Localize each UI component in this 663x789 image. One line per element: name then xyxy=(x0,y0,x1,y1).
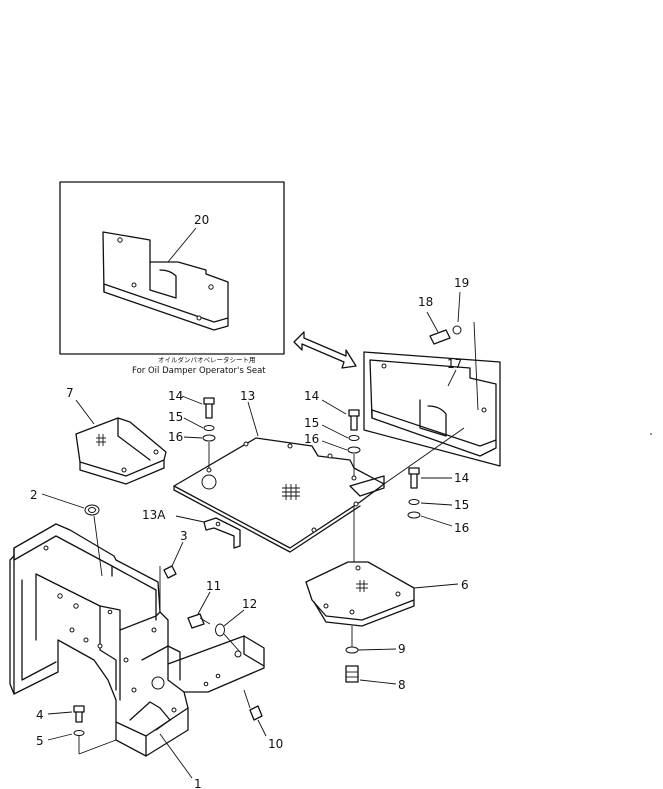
callout-17: 17 xyxy=(447,357,462,371)
callout-13a: 13A xyxy=(142,508,166,522)
nut-19 xyxy=(452,325,462,335)
bracket-part-7: 7 xyxy=(66,386,167,485)
callout-19: 19 xyxy=(454,276,469,290)
part17-frame xyxy=(363,351,501,467)
cover-part-20 xyxy=(102,231,229,331)
bolt-11 xyxy=(187,613,205,629)
bolt-stack-middle: 14 15 16 xyxy=(304,389,361,476)
callout-4: 4 xyxy=(36,708,44,722)
inset-caption-en: For Oil Damper Operator's Seat xyxy=(132,366,266,376)
callout-8: 8 xyxy=(398,678,406,692)
callout-5: 5 xyxy=(36,734,44,748)
callout-20: 20 xyxy=(194,213,209,227)
grid-mark xyxy=(96,434,106,446)
callout-10: 10 xyxy=(268,737,283,751)
fasteners-11-12: 11 12 xyxy=(187,579,257,653)
fasteners-4-5: 4 5 xyxy=(36,705,117,755)
bolt-4 xyxy=(73,705,85,713)
washer-12 xyxy=(215,623,225,637)
cover-part-17-group: 17 18 19 xyxy=(363,276,501,467)
callout-7: 7 xyxy=(66,386,74,400)
callout-11: 11 xyxy=(206,579,221,593)
callout-13: 13 xyxy=(240,389,255,403)
grid-mark xyxy=(282,484,300,500)
callout-9: 9 xyxy=(398,642,406,656)
bracket-part-13a: 13A xyxy=(142,508,241,549)
bolt-stack-left: 14 15 16 xyxy=(168,389,216,468)
callout-15-right: 15 xyxy=(454,498,469,512)
callout-6: 6 xyxy=(461,578,469,592)
swap-double-arrow xyxy=(293,331,357,369)
callout-14-right: 14 xyxy=(454,471,469,485)
callout-12: 12 xyxy=(242,597,257,611)
callout-15-left: 15 xyxy=(168,410,183,424)
clip-part-10: 10 xyxy=(243,689,283,751)
inset-frame xyxy=(59,181,285,355)
fasteners-8-9: 9 8 xyxy=(345,642,406,692)
callout-2: 2 xyxy=(30,488,38,502)
bolt-18 xyxy=(429,329,451,345)
support-frame-part-1: 1 xyxy=(9,523,265,789)
callout-16-left: 16 xyxy=(168,430,183,444)
callout-3: 3 xyxy=(180,529,188,543)
floor-plate-part-13: 13 xyxy=(173,389,465,553)
washer-5 xyxy=(73,730,85,736)
callout-14-middle: 14 xyxy=(304,389,319,403)
callout-15-middle: 15 xyxy=(304,416,319,430)
callout-14-left: 14 xyxy=(168,389,183,403)
callout-18: 18 xyxy=(418,295,433,309)
bolt-8 xyxy=(345,665,359,683)
bolt-stack-right: 14 15 16 xyxy=(407,467,469,535)
callout-1: 1 xyxy=(194,777,202,789)
cap-part-2: 2 xyxy=(30,488,103,577)
inset-caption-jp: オイルダンパオペレータシート用 xyxy=(158,355,256,364)
plate-part-6: 6 xyxy=(305,506,469,648)
plug-part-3: 3 xyxy=(159,529,188,610)
washer-9 xyxy=(345,646,359,654)
callout-16-middle: 16 xyxy=(304,432,319,446)
grid-mark xyxy=(356,580,368,592)
callout-16-right: 16 xyxy=(454,521,469,535)
inset-panel: 20 オイルダンパオペレータシート用 For Oil Damper Operat… xyxy=(59,181,285,376)
